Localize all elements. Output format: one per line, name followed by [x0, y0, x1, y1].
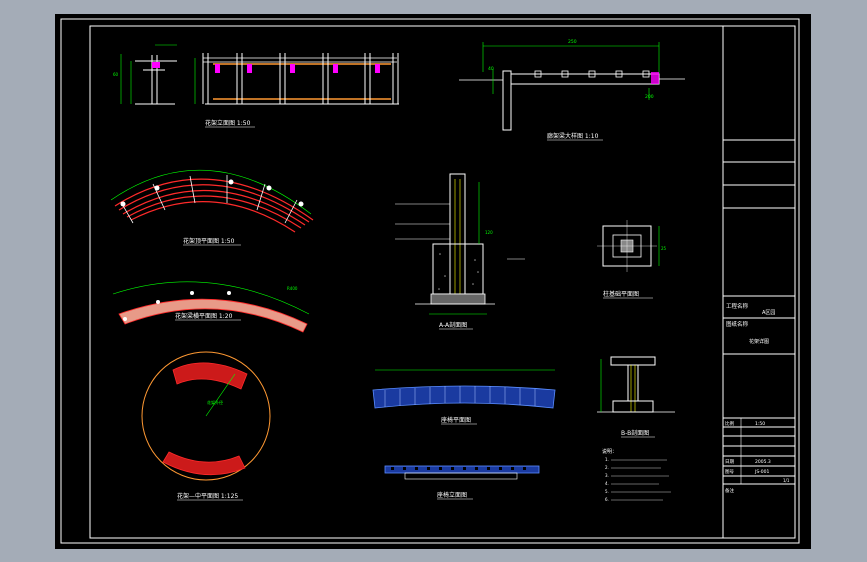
title-bench-plan: 座椅平面图: [441, 416, 471, 424]
trellis-top-plan-drawing: 花架顶平面图 1:50: [110, 169, 314, 246]
tb-number-value: JS-001: [754, 469, 770, 475]
title-detail-large: 廊架梁大样图 1:10: [547, 132, 599, 140]
title-lintel-plan: 花架梁横平面图 1:20: [175, 312, 233, 320]
cad-drawing-canvas: 工程名称 A区园 图纸名称 花架详图 比例 1:50 日期 2005.3 图号 …: [60, 18, 800, 544]
section-bb-drawing: B-B剖面图: [597, 356, 675, 438]
dim-d2: 200: [645, 94, 654, 100]
section-aa-drawing: A-A剖面图: [395, 173, 525, 330]
tb-drawing-label: 图纸名称: [726, 320, 749, 328]
tb-drawing-value: 花架详图: [749, 338, 769, 345]
note-item-5: 5.: [605, 489, 609, 494]
tb-project-label: 工程名称: [726, 302, 749, 310]
dim-top: 250: [568, 39, 577, 45]
dim-r1: R400: [287, 286, 298, 291]
title-section-bb: B-B剖面图: [621, 429, 649, 437]
title-block: 工程名称 A区园 图纸名称 花架详图 比例 1:50 日期 2005.3 图号 …: [722, 26, 795, 538]
tb-sheet-value: 1/1: [783, 478, 790, 483]
tb-project-value: A区园: [762, 310, 775, 316]
tb-date-label: 日期: [725, 459, 734, 465]
center-plan-drawing: 花架外径 花架—中平面图 1:125: [141, 351, 271, 501]
note-item-1: 1.: [605, 457, 609, 462]
title-center-plan: 花架—中平面图 1:125: [177, 492, 238, 500]
title-elevation: 花架立面图 1:50: [205, 119, 251, 127]
bench-plan-drawing: 座椅平面图: [372, 369, 556, 425]
dim-d3: 60: [113, 72, 119, 77]
tb-note-label: 备注: [725, 487, 734, 494]
beam-detail-drawing: 250 40 200 廊架梁大样图 1:10: [459, 39, 685, 141]
dim-d1: 40: [488, 66, 494, 72]
design-notes: 说明： 1. 2. 3. 4. 5. 6.: [602, 448, 671, 502]
title-section-aa: A-A剖面图: [439, 321, 467, 329]
note-item-2: 2.: [605, 465, 609, 470]
tb-scale-value: 1:50: [755, 421, 765, 427]
dim-d5: 25: [661, 246, 667, 251]
tb-scale-label: 比例: [725, 420, 734, 427]
title-bench-elevation: 座椅立面图: [437, 491, 467, 499]
cad-viewport[interactable]: 工程名称 A区园 图纸名称 花架详图 比例 1:50 日期 2005.3 图号 …: [55, 14, 811, 549]
lintel-plan-drawing: 花架梁横平面图 1:20: [112, 281, 310, 333]
notes-heading: 说明：: [602, 448, 617, 455]
tb-number-label: 图号: [725, 469, 734, 475]
trellis-elevation-drawing: 花架立面图 1:50: [120, 44, 399, 128]
dim-radius-label: 花架外径: [207, 399, 223, 405]
column-plan-drawing: 柱基础平面图: [597, 220, 660, 299]
dim-d4: 120: [485, 230, 493, 235]
bench-elevation-drawing: 座椅立面图: [384, 465, 540, 500]
note-item-3: 3.: [605, 473, 609, 478]
outer-drawing-frame: [60, 18, 800, 544]
title-column-plan: 柱基础平面图: [603, 290, 639, 298]
note-item-4: 4.: [605, 481, 609, 486]
note-item-6: 6.: [605, 497, 609, 502]
inner-drawing-frame: [89, 25, 796, 539]
title-top-plan: 花架顶平面图 1:50: [183, 237, 235, 245]
tb-date-value: 2005.3: [755, 459, 771, 465]
